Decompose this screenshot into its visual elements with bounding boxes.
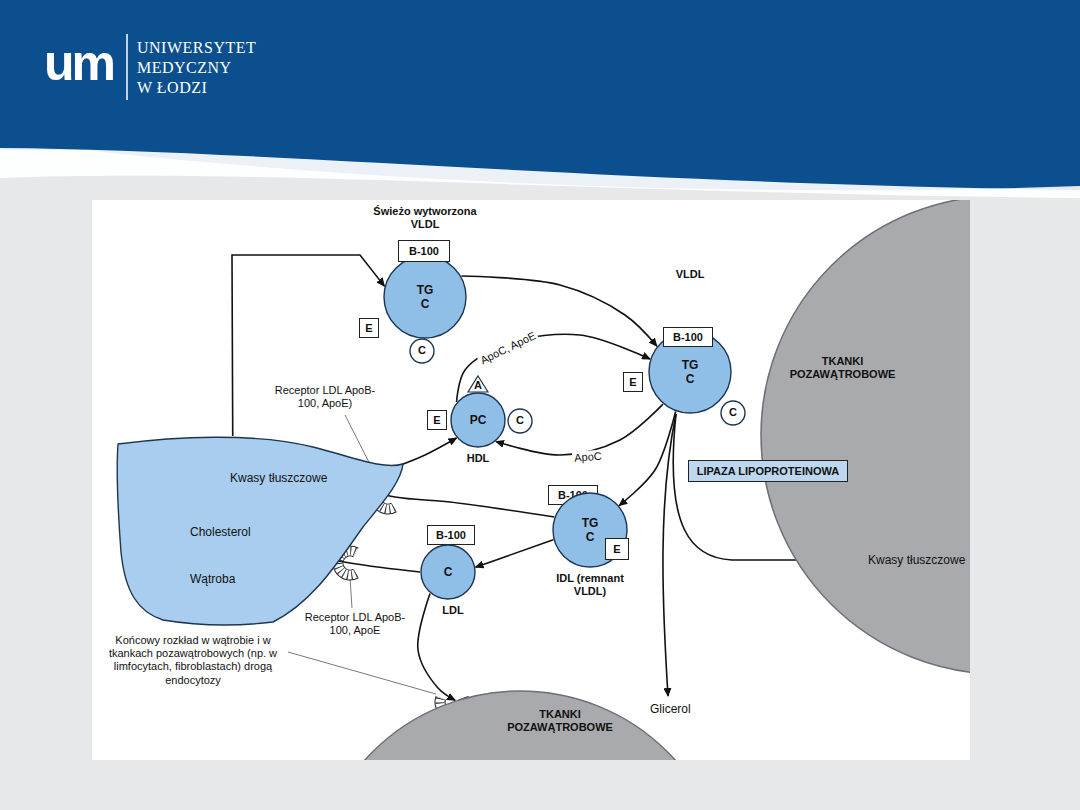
flow-arrow	[496, 404, 663, 455]
shape-text: C	[409, 344, 435, 357]
flow-arrow	[457, 334, 651, 402]
shape-text: Wątroba	[190, 572, 235, 586]
triangle-outline	[468, 376, 488, 392]
flow-arrow	[619, 411, 676, 505]
university-name: UNIWERSYTET	[137, 40, 256, 56]
liver-organ: Kwasy tłuszczoweCholesterolWątroba	[113, 432, 405, 627]
box-label: LIPAZA LIPOPROTEINOWA	[689, 461, 847, 481]
tissue-outline	[761, 200, 970, 674]
box-label: E	[606, 539, 628, 559]
shape-text: TKANKI POZAWĄTROBOWE	[505, 708, 615, 734]
box-label: B-100	[399, 241, 449, 261]
shape-outline	[113, 432, 405, 627]
tissue-region: TKANKI POZAWĄTROBOWE	[310, 690, 730, 760]
box-label: E	[360, 319, 378, 337]
circle-outline	[451, 393, 505, 447]
flow-arrow	[232, 255, 384, 436]
circle-outline	[508, 409, 532, 433]
circle-outline	[384, 256, 466, 338]
box-label: E	[428, 411, 446, 429]
label-box: B-100	[398, 240, 450, 262]
flow-arrow	[398, 438, 457, 466]
edge-label: ApoC	[572, 450, 604, 465]
flow-arrow	[476, 540, 554, 567]
university-name: W ŁODZI	[137, 80, 207, 96]
university-name: MEDYCZNY	[137, 60, 232, 76]
box-label: B-100	[428, 526, 474, 544]
shape-text: IDL (remnant VLDL)	[542, 572, 638, 598]
shape-text: Kwasy tłuszczowe	[230, 471, 327, 485]
shape-text: TG C	[677, 358, 703, 387]
label-box: B-100	[663, 327, 713, 347]
circle-outline	[410, 339, 434, 363]
leader-line	[288, 652, 436, 694]
shape-text: C	[720, 406, 746, 419]
shape-outline	[760, 200, 970, 675]
lipoprotein-circle: Świeżo wytworzona VLDLTG C	[383, 255, 467, 339]
box-label: E	[624, 373, 642, 391]
logo-divider	[126, 34, 128, 100]
lipoprotein-name: Świeżo wytworzona VLDL	[370, 205, 480, 231]
circle-outline	[421, 545, 475, 599]
circle-outline	[721, 401, 745, 425]
shape-text: HDL	[450, 452, 506, 465]
shape-text: Cholesterol	[190, 525, 251, 539]
shape-text: LDL	[425, 604, 481, 617]
liver-outline	[117, 437, 403, 625]
shape-text: TG C	[577, 516, 603, 545]
label-box: LIPAZA LIPOPROTEINOWA	[688, 460, 848, 482]
lipoprotein-circle: CLDL	[420, 544, 476, 600]
edge-label: ApoC, ApoE	[476, 328, 539, 367]
label-box: E	[605, 538, 629, 560]
leader-line	[350, 578, 352, 608]
lipoprotein-circle: C	[507, 408, 533, 434]
label-box: B-100	[427, 525, 475, 545]
lipoprotein-circle: C	[720, 400, 746, 426]
shape-text: TG C	[412, 283, 438, 312]
lipoprotein-circle: PCHDL	[450, 392, 506, 448]
shape-text: PC	[458, 413, 498, 427]
receptor-label: Receptor LDL ApoB-100, ApoE)	[270, 384, 380, 410]
lipoprotein-name: VLDL	[660, 268, 720, 281]
header-swoosh	[0, 148, 1080, 198]
shape-text: C	[435, 565, 461, 579]
label-box: E	[427, 410, 447, 430]
note-text: Końcowy rozkład w wątrobie i w tkankach …	[98, 634, 288, 687]
diagram-area: Świeżo wytworzona VLDLTG CB-100ECVLDLTG …	[92, 200, 970, 760]
label-box: E	[623, 372, 643, 392]
tissue-region: TKANKI POZAWĄTROBOWE	[760, 200, 970, 675]
tissue-outline	[311, 691, 729, 760]
shape-text: TKANKI POZAWĄTROBOWE	[785, 355, 900, 381]
receptor-label: Receptor LDL ApoB-100, ApoE	[300, 611, 410, 637]
shape-text: A	[467, 379, 489, 392]
flow-arrow	[461, 276, 657, 346]
logo-mark: um	[44, 38, 113, 88]
label-box: E	[359, 318, 379, 338]
shape-text: C	[507, 414, 533, 427]
product-label: Glicerol	[650, 702, 691, 716]
box-label: B-100	[664, 328, 712, 346]
apo-triangle: A	[467, 375, 489, 393]
lipoprotein-circle: C	[409, 338, 435, 364]
